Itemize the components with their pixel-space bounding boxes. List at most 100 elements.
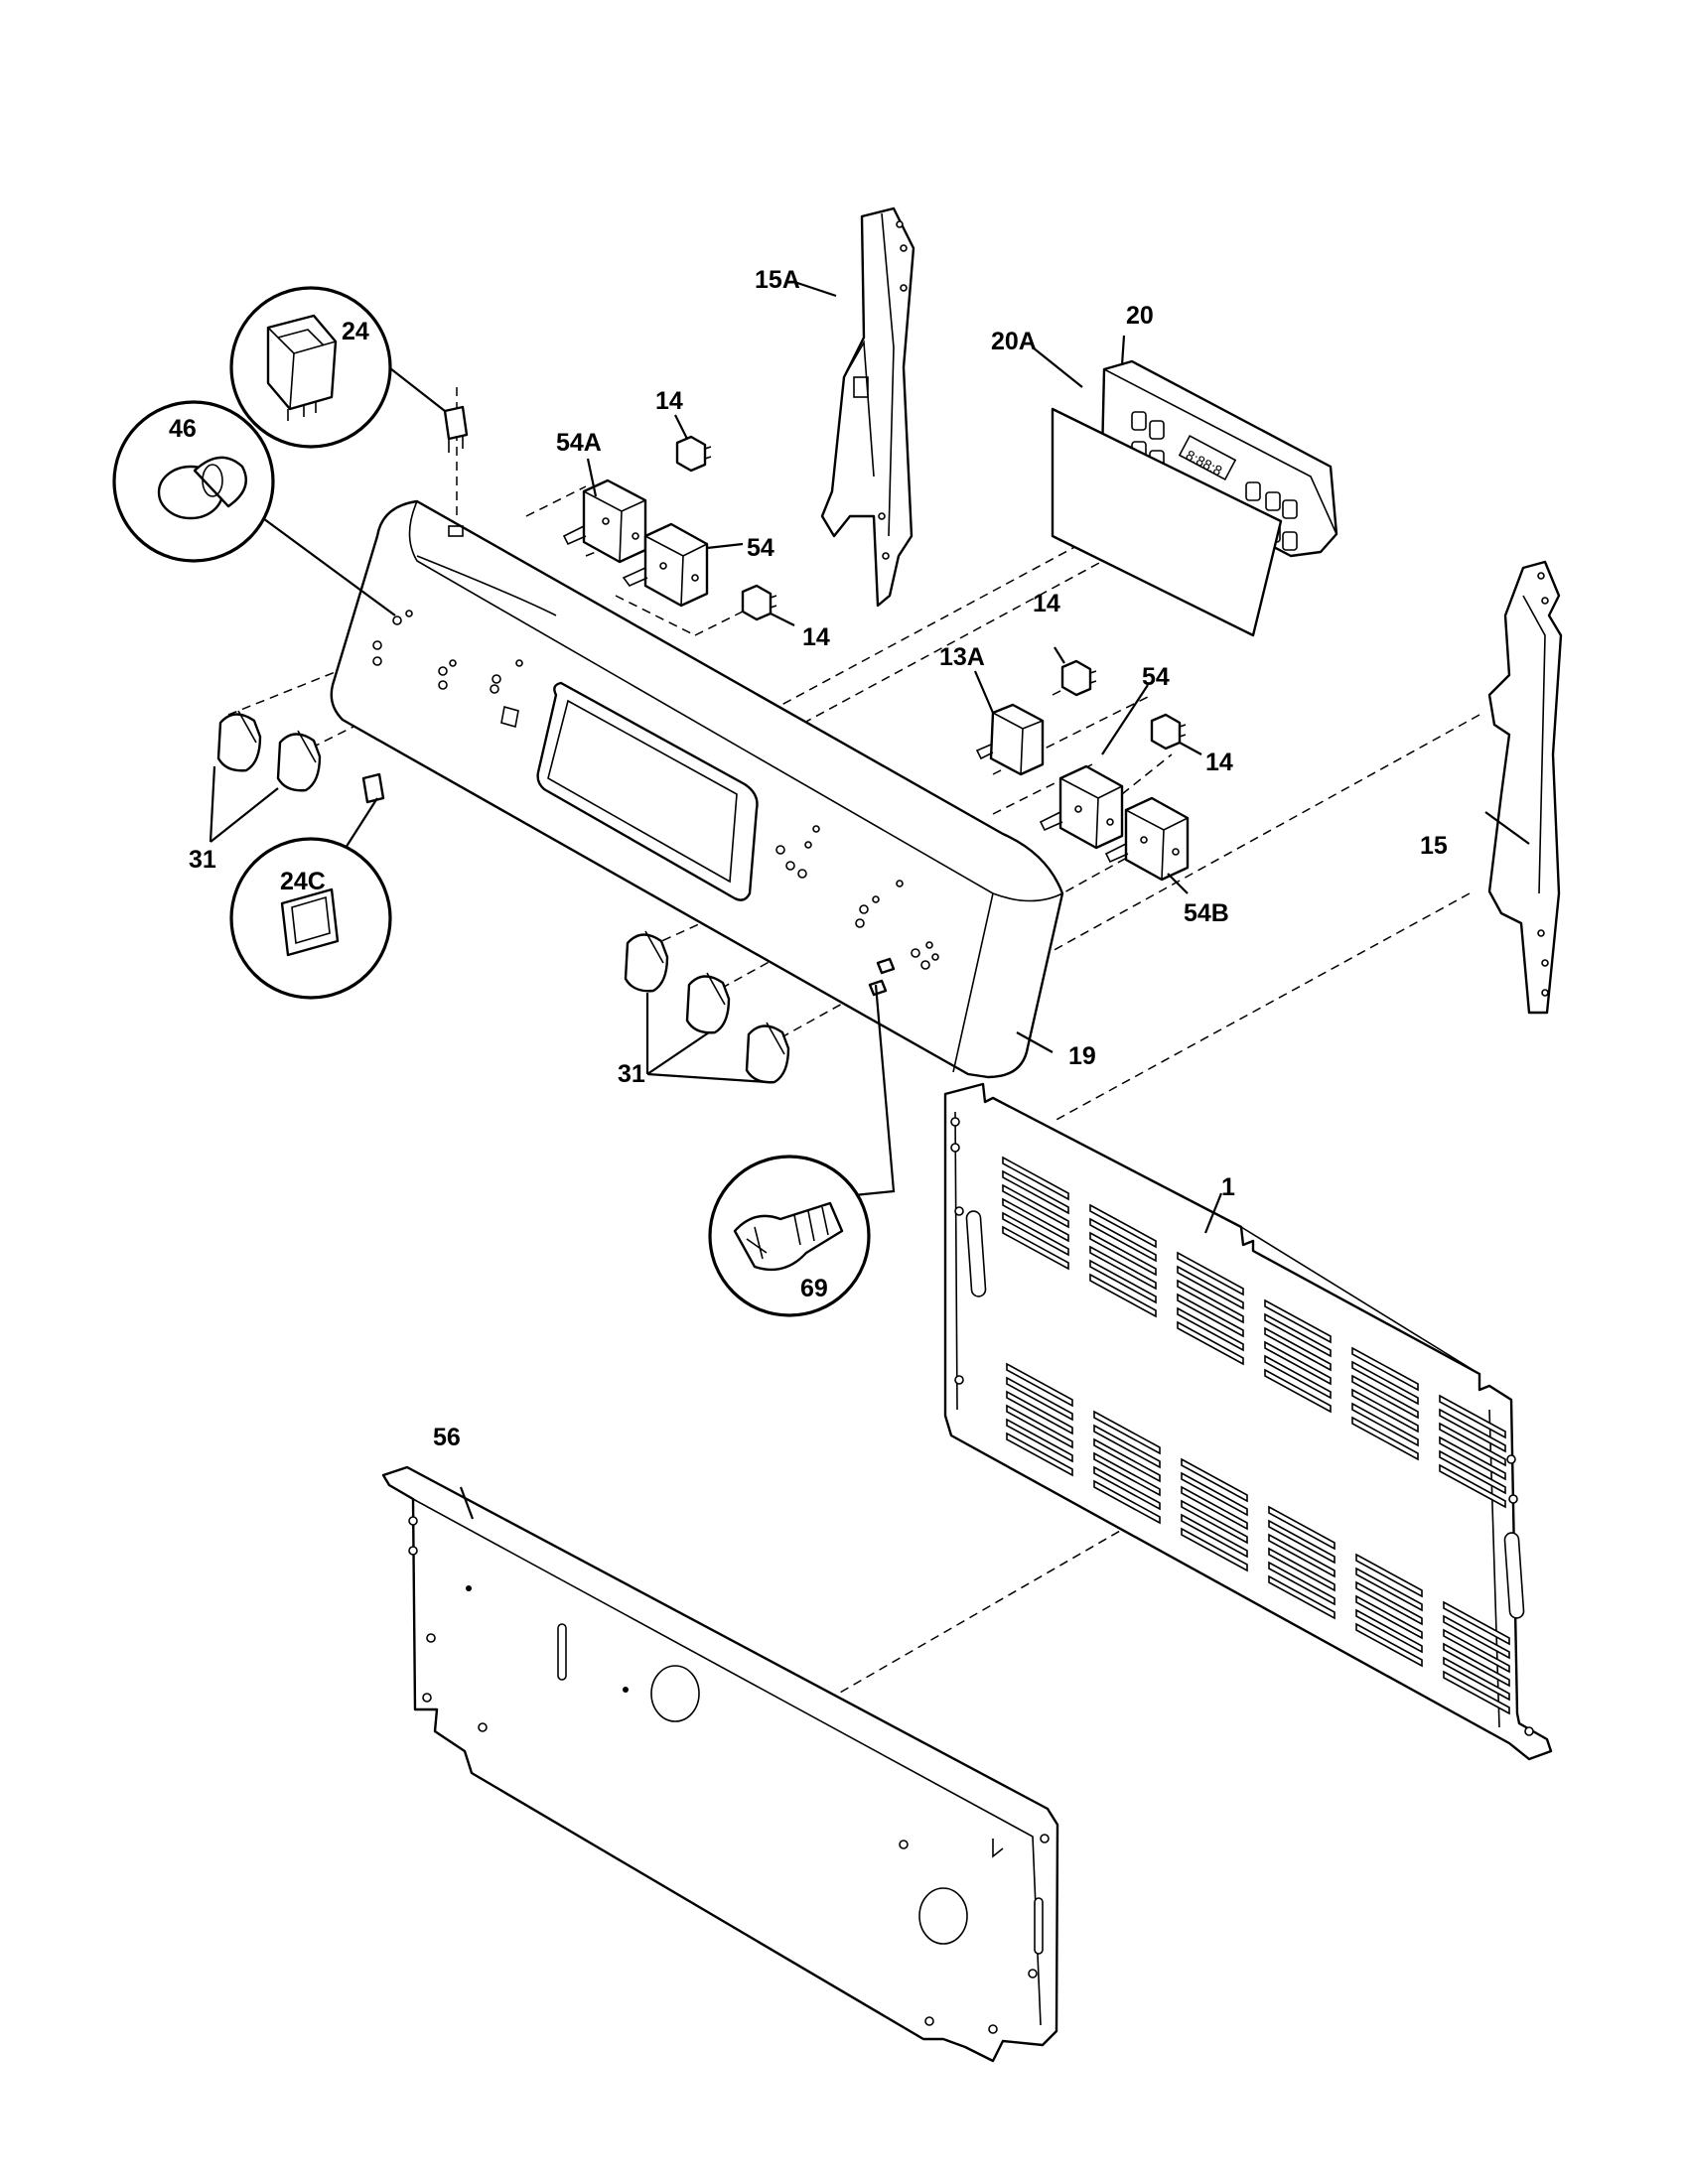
vent-slot	[1177, 1306, 1244, 1352]
vent-slot	[1089, 1259, 1157, 1304]
vent-slot	[1268, 1561, 1336, 1606]
vent-slot	[1268, 1574, 1336, 1620]
label-24C: 24C	[280, 868, 326, 895]
vent-slot	[1264, 1326, 1332, 1372]
knob-31-1	[216, 710, 262, 772]
vent-slot	[1443, 1628, 1510, 1674]
vent-slot	[1355, 1580, 1423, 1626]
label-14-c: 14	[1033, 590, 1060, 617]
rocker-switch-small-24C	[361, 772, 385, 804]
callout-24-magnified	[229, 286, 392, 449]
vent-slot	[1181, 1471, 1248, 1517]
vent-slot	[1264, 1340, 1332, 1386]
label-14-d: 14	[1205, 749, 1233, 776]
vent-slot	[1439, 1463, 1506, 1509]
vent-slot	[1093, 1437, 1161, 1483]
leader-lines	[209, 280, 1530, 1520]
knob-31-3	[624, 930, 669, 993]
end-bracket-15	[1487, 560, 1563, 1015]
label-69: 69	[800, 1275, 828, 1302]
vent-slot	[1439, 1449, 1506, 1495]
vent-slot	[1268, 1533, 1336, 1578]
label-31-b: 31	[618, 1060, 645, 1088]
label-14-a: 14	[655, 387, 683, 415]
vent-slot	[1002, 1169, 1069, 1215]
rocker-switch-small-24	[443, 405, 469, 453]
label-56: 56	[433, 1424, 461, 1451]
vent-slot	[1443, 1600, 1510, 1646]
infinite-switch-54B	[1104, 796, 1190, 882]
callout-labels: 1 13A 14 14 14 14 15 15A 19 20 20A 24 24…	[169, 266, 1448, 1451]
vent-slot	[1006, 1418, 1073, 1463]
vent-slot	[1355, 1567, 1423, 1612]
vent-slot	[1355, 1594, 1423, 1640]
vent-slot	[1089, 1203, 1157, 1249]
label-24: 24	[342, 318, 369, 345]
callout-69-magnified	[708, 1155, 871, 1317]
vent-slot	[1264, 1368, 1332, 1414]
label-15A: 15A	[755, 266, 800, 294]
vent-slot	[1177, 1320, 1244, 1366]
vent-slot	[1351, 1374, 1419, 1420]
infinite-switch-54-lower	[1039, 764, 1124, 850]
label-54B: 54B	[1184, 899, 1229, 927]
vent-slot	[1177, 1293, 1244, 1338]
end-bracket-15A	[820, 206, 915, 608]
vent-slot	[1181, 1485, 1248, 1531]
vent-slot	[1439, 1422, 1506, 1467]
infinite-switch-13A	[975, 703, 1045, 776]
vent-slot	[1443, 1614, 1510, 1660]
vent-slot	[1443, 1642, 1510, 1688]
lower-rear-panel-56	[381, 1465, 1059, 2063]
vent-slot	[1181, 1499, 1248, 1545]
vent-slot	[1439, 1435, 1506, 1481]
vent-slot	[1177, 1265, 1244, 1310]
callout-46-magnified	[112, 400, 275, 563]
label-20: 20	[1126, 302, 1154, 330]
vent-slot	[1268, 1547, 1336, 1592]
label-1: 1	[1221, 1173, 1235, 1201]
vent-slot	[1443, 1670, 1510, 1715]
indicator-light-14-c	[1060, 659, 1097, 697]
label-54-b: 54	[1142, 663, 1170, 691]
vent-slot	[1181, 1457, 1248, 1503]
vent-slot	[1002, 1197, 1069, 1243]
vent-slot	[1093, 1479, 1161, 1525]
vent-slot	[1006, 1432, 1073, 1477]
vent-slot	[1093, 1465, 1161, 1511]
label-19: 19	[1068, 1042, 1096, 1070]
knob-31-5	[745, 1022, 790, 1084]
vent-slot	[1002, 1183, 1069, 1229]
vent-slot	[1177, 1279, 1244, 1324]
label-20A: 20A	[991, 328, 1037, 355]
vent-slot	[1093, 1451, 1161, 1497]
callout-24C-magnified	[229, 837, 392, 1000]
vent-slot	[1439, 1394, 1506, 1439]
infinite-switch-54-upper	[622, 522, 709, 608]
vent-slot	[1006, 1390, 1073, 1435]
vent-slot	[1268, 1505, 1336, 1551]
label-14-b: 14	[802, 623, 830, 651]
vent-slot	[1351, 1416, 1419, 1461]
vent-slot	[1181, 1513, 1248, 1559]
back-panel-vents	[1002, 1156, 1510, 1715]
vent-slot	[1355, 1608, 1423, 1654]
vent-slot	[1351, 1360, 1419, 1406]
vent-slot	[1351, 1402, 1419, 1447]
vent-slot	[1351, 1346, 1419, 1392]
label-54A: 54A	[556, 429, 602, 457]
label-15: 15	[1420, 832, 1448, 860]
vent-slot	[1268, 1519, 1336, 1565]
vent-slot	[1355, 1622, 1423, 1668]
vent-slot	[1351, 1388, 1419, 1433]
vent-slot	[1439, 1408, 1506, 1453]
vent-slot	[1177, 1251, 1244, 1297]
vent-slot	[1089, 1231, 1157, 1277]
label-46: 46	[169, 415, 197, 443]
vent-slot	[1002, 1156, 1069, 1201]
vent-slot	[1089, 1273, 1157, 1318]
vent-slot	[1093, 1424, 1161, 1469]
screws-69-installed	[868, 957, 896, 997]
vent-slot	[1264, 1298, 1332, 1344]
vent-slot	[1006, 1362, 1073, 1408]
